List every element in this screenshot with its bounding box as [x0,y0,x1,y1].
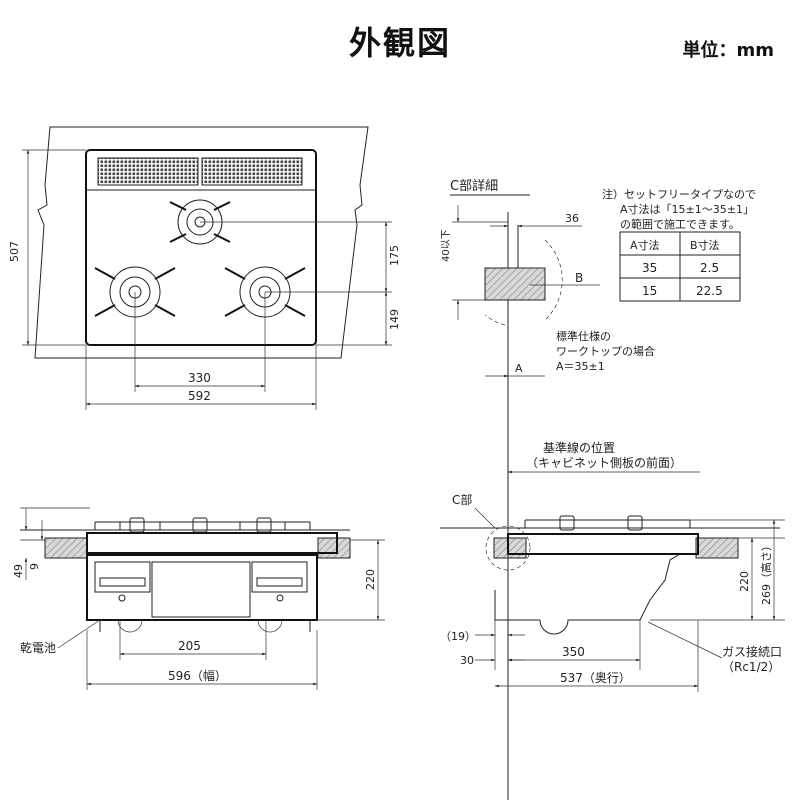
page-title: 外観図 [348,24,451,62]
dim-220-front: 220 [364,569,377,590]
dim-36: 36 [565,212,579,225]
dim-burner-span: 330 [188,371,211,385]
dim-19: （19） [440,630,476,643]
reference-line-1: 基準線の位置 [543,440,615,455]
table-cell: 15 [642,284,657,298]
front-view: 49 9 220 205 596（幅） 乾電池 [12,507,385,690]
note-line-3: の範囲で施工できます。 [620,217,740,231]
note-line-2: A寸法は「15±1～35±1」 [620,202,754,216]
label-a: A [515,362,523,375]
dim-49: 49 [12,564,25,578]
detail-title: C部詳細 [450,178,498,194]
std-line-2: ワークトップの場合 [556,344,655,358]
dim-9: 9 [28,563,41,570]
dim-burner-offset: 175 [388,245,401,266]
dim-front-offset: 149 [388,309,401,330]
battery-label: 乾電池 [20,641,56,655]
reference-line-2: （キャビネット側板の前面） [526,455,682,470]
vent-grille-right [201,157,303,186]
std-line-3: A＝35±1 [556,360,605,373]
vent-grille-left [97,157,199,186]
dim-205: 205 [178,639,201,653]
dim-30: 30 [460,654,474,667]
part-c-label: C部 [452,492,472,507]
worktop-right [317,537,351,559]
table-header-a: A寸法 [630,238,660,252]
detail-c: C部詳細 B 40以下 36 A 注）セットフリータイプなので A寸法は「15±… [441,178,756,800]
table-cell: 35 [642,261,657,275]
dim-depth-top: 507 [8,241,21,262]
label-b: B [575,271,583,285]
dimension-table: A寸法 B寸法 35 2.5 15 22.5 [619,231,741,302]
gas-label-2: （Rc1/2） [722,660,780,674]
note-line-1: 注）セットフリータイプなので [602,187,756,201]
std-line-1: 標準仕様の [556,329,611,343]
side-body [507,553,681,635]
unit-label: 単位：mm [682,40,774,61]
front-body [86,554,318,621]
dim-220-side: 220 [738,571,751,592]
side-view: C部 220 269（高さ） （19） 30 350 [440,492,785,692]
dim-width-top: 592 [188,389,211,403]
dim-depth-side: 537（奥行） [560,671,631,685]
dim-40-max: 40以下 [441,229,452,262]
gas-label-1: ガス接続口 [722,644,782,659]
cooktop-body [85,149,317,346]
top-view: 507 175 149 330 592 [8,126,401,410]
dim-width-front: 596（幅） [168,668,227,683]
table-header-b: B寸法 [690,238,720,252]
table-cell: 22.5 [696,284,723,298]
dim-height: 269（高さ） [759,540,773,605]
countertop-outline [34,126,369,359]
worktop-left [44,537,88,559]
table-cell: 2.5 [700,261,719,275]
dim-350: 350 [562,645,585,659]
side-worktop-rear [695,537,739,559]
worktop-block [484,267,546,301]
